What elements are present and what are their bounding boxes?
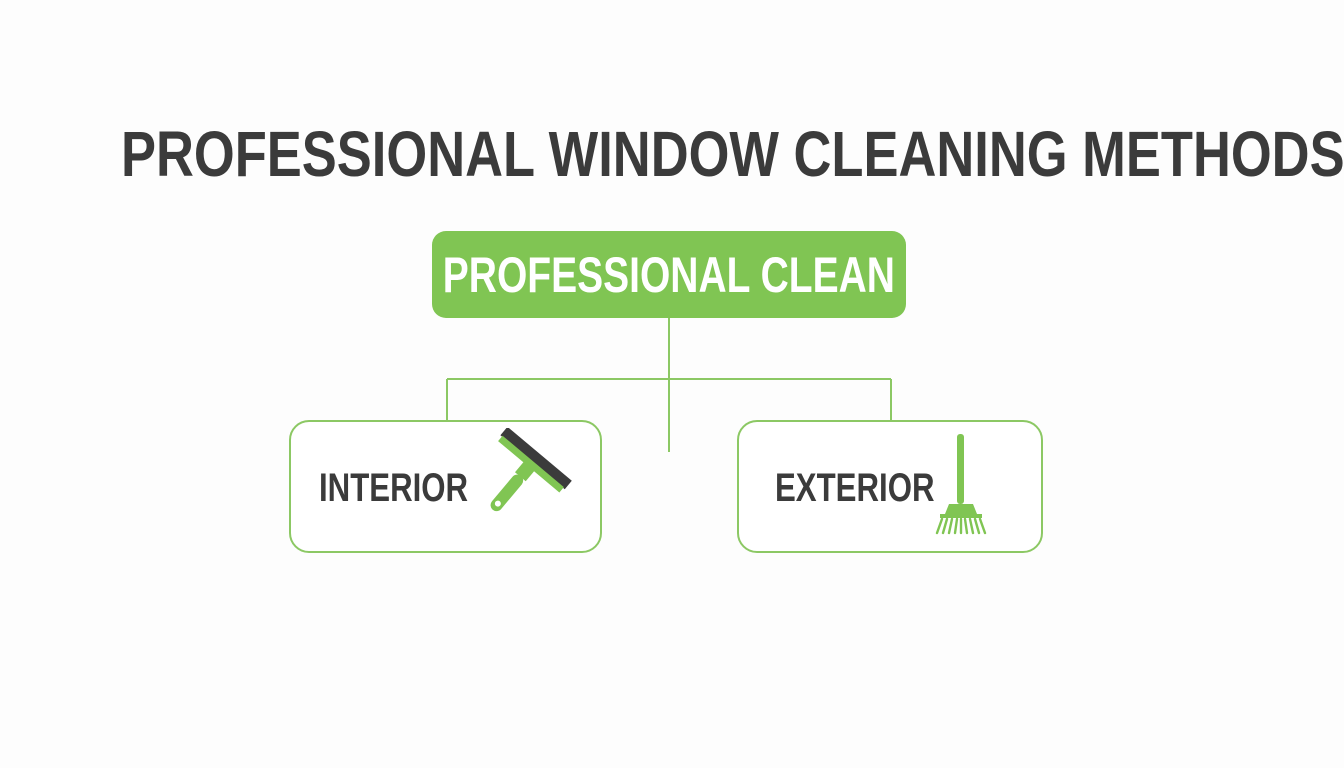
root-node-label: PROFESSIONAL CLEAN <box>442 246 896 303</box>
branch-label-exterior: EXTERIOR <box>775 466 935 510</box>
branch-node-interior: INTERIOR <box>289 420 602 553</box>
branch-node-exterior: EXTERIOR <box>737 420 1043 553</box>
squeegee-icon <box>490 428 572 512</box>
broom-icon <box>935 434 987 535</box>
branch-label-interior: INTERIOR <box>319 466 469 510</box>
root-node-professional-clean: PROFESSIONAL CLEAN <box>432 231 906 318</box>
